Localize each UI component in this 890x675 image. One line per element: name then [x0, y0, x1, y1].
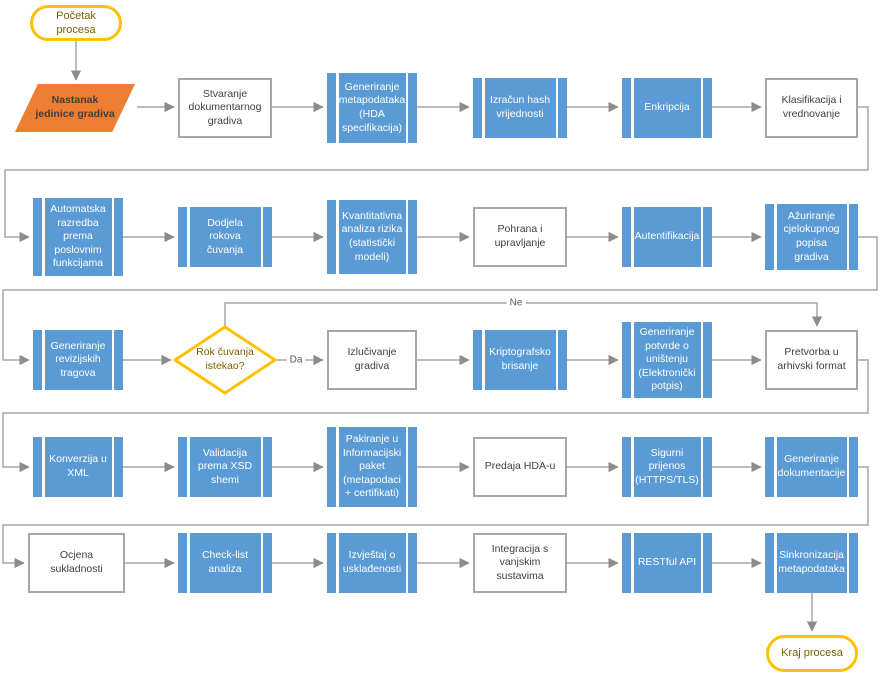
node-checklist-analiza: Check-list analiza [178, 533, 272, 593]
node-label: Check-list analiza [201, 549, 249, 575]
node-label: Dodjela rokova čuvanja [206, 216, 244, 256]
node-label: RESTful API [637, 556, 697, 569]
node-validacija-xsd: Validacija prema XSD shemi [178, 437, 272, 497]
node-ocjena-sukladnosti: Ocjena sukladnosti [28, 533, 125, 593]
connector-wrap-row1-row2 [4, 106, 869, 243]
node-label: Generiranje potvrde o uništenju (Elektro… [638, 325, 696, 393]
node-predaja-hda: Predaja HDA-u [473, 437, 567, 497]
node-generiranje-metapodataka: Generiranje metapodataka (HDA specifikac… [327, 73, 417, 143]
node-label: Izvještaj o usklađenosti [342, 549, 402, 575]
node-label: Sinkronizacija metapodataka [778, 549, 845, 575]
node-label: Pohrana i upravljanje [494, 223, 546, 249]
node-label: Integracija s vanjskim sustavima [491, 542, 549, 582]
node-label: Klasifikacija i vrednovanje [781, 94, 842, 120]
node-generiranje-revizijskih-tragova: Generiranje revizijskih tragova [33, 330, 123, 390]
node-label: Kvantitativna analiza rizika (statističk… [341, 209, 403, 263]
node-label: Stvaranje dokumentarnog gradiva [188, 87, 262, 127]
node-pretvorba-arhivski-format: Pretvorba u arhivski format [765, 330, 858, 390]
connector-wrap-row2-row3 [2, 236, 878, 366]
node-izracun-hash: Izračun hash vrijednosti [473, 78, 567, 138]
end-label: Kraj procesa [781, 647, 843, 660]
node-nastanak-jedinice-gradiva: Nastanak jedinice gradiva [15, 84, 135, 132]
node-label: Sigurni prijenos (HTTPS/TLS) [635, 446, 699, 486]
node-izlucivanje-gradiva: Izlučivanje gradiva [327, 330, 417, 390]
node-label: Generiranje metapodataka (HDA specifikac… [338, 80, 406, 134]
node-autentifikacija: Autentifikacija [622, 207, 712, 267]
node-label: Pretvorba u arhivski format [777, 346, 846, 372]
node-label: Kriptografsko brisanje [489, 346, 551, 372]
decision-diamond-shape [173, 325, 277, 395]
node-label: Generiranje dokumentacije [777, 453, 846, 479]
node-label: Predaja HDA-u [484, 460, 556, 473]
node-label: Izlučivanje gradiva [347, 346, 397, 372]
node-stvaranje-dokumentarnog-gradiva: Stvaranje dokumentarnog gradiva [178, 78, 272, 138]
node-pakiranje-informacijski-paket: Pakiranje u Informacijski paket (metapod… [327, 427, 417, 507]
node-label: Automatska razredba prema poslovnim funk… [50, 202, 106, 270]
node-restful-api: RESTful API [622, 533, 712, 593]
connector-wrap-row3-row4 [2, 359, 869, 473]
node-label: Ažuriranje cjelokupnog popisa gradiva [783, 209, 840, 263]
node-azuriranje-popisa: Ažuriranje cjelokupnog popisa gradiva [765, 204, 858, 270]
node-automatska-razredba: Automatska razredba prema poslovnim funk… [33, 198, 123, 276]
node-kvantitativna-analiza-rizika: Kvantitativna analiza rizika (statističk… [327, 200, 417, 274]
node-integracija-vanjski-sustavi: Integracija s vanjskim sustavima [473, 533, 567, 593]
node-generiranje-potvrde: Generiranje potvrde o uništenju (Elektro… [622, 322, 712, 398]
decision-label: Rok čuvanja istekao? [196, 346, 254, 372]
node-label: Autentifikacija [634, 230, 700, 243]
node-konverzija-xml: Konverzija u XML [33, 437, 123, 497]
node-sinkronizacija-metapodataka: Sinkronizacija metapodataka [765, 533, 858, 593]
decision-no-label: Ne [506, 297, 526, 309]
end-terminator: Kraj procesa [766, 635, 858, 672]
node-kriptografsko-brisanje: Kriptografsko brisanje [473, 330, 567, 390]
decision-yes-label: Da [286, 354, 306, 366]
node-enkripcija: Enkripcija [622, 78, 712, 138]
start-terminator: Početak procesa [30, 5, 122, 41]
node-label: Validacija prema XSD shemi [197, 446, 253, 486]
node-label: Izračun hash vrijednosti [489, 94, 551, 120]
node-label: Pakiranje u Informacijski paket (metapod… [342, 432, 402, 500]
node-label: Ocjena sukladnosti [50, 549, 103, 575]
start-label: Početak procesa [56, 9, 96, 36]
node-sigurni-prijenos: Sigurni prijenos (HTTPS/TLS) [622, 437, 712, 497]
node-label: Konverzija u XML [49, 453, 107, 479]
node-label: Nastanak jedinice gradiva [35, 94, 115, 120]
node-izvjestaj-uskladenosti: Izvještaj o usklađenosti [327, 533, 417, 593]
node-dodjela-rokova: Dodjela rokova čuvanja [178, 207, 272, 267]
node-pohrana-upravljanje: Pohrana i upravljanje [473, 207, 567, 267]
node-generiranje-dokumentacije: Generiranje dokumentacije [765, 437, 858, 497]
node-klasifikacija-vrednovanje: Klasifikacija i vrednovanje [765, 78, 858, 138]
node-label: Enkripcija [644, 101, 690, 114]
decision-rok-cuvanja: Rok čuvanja istekao? [180, 335, 270, 385]
node-label: Generiranje revizijskih tragova [50, 339, 106, 379]
connector-wrap-row4-row5 [2, 466, 869, 569]
